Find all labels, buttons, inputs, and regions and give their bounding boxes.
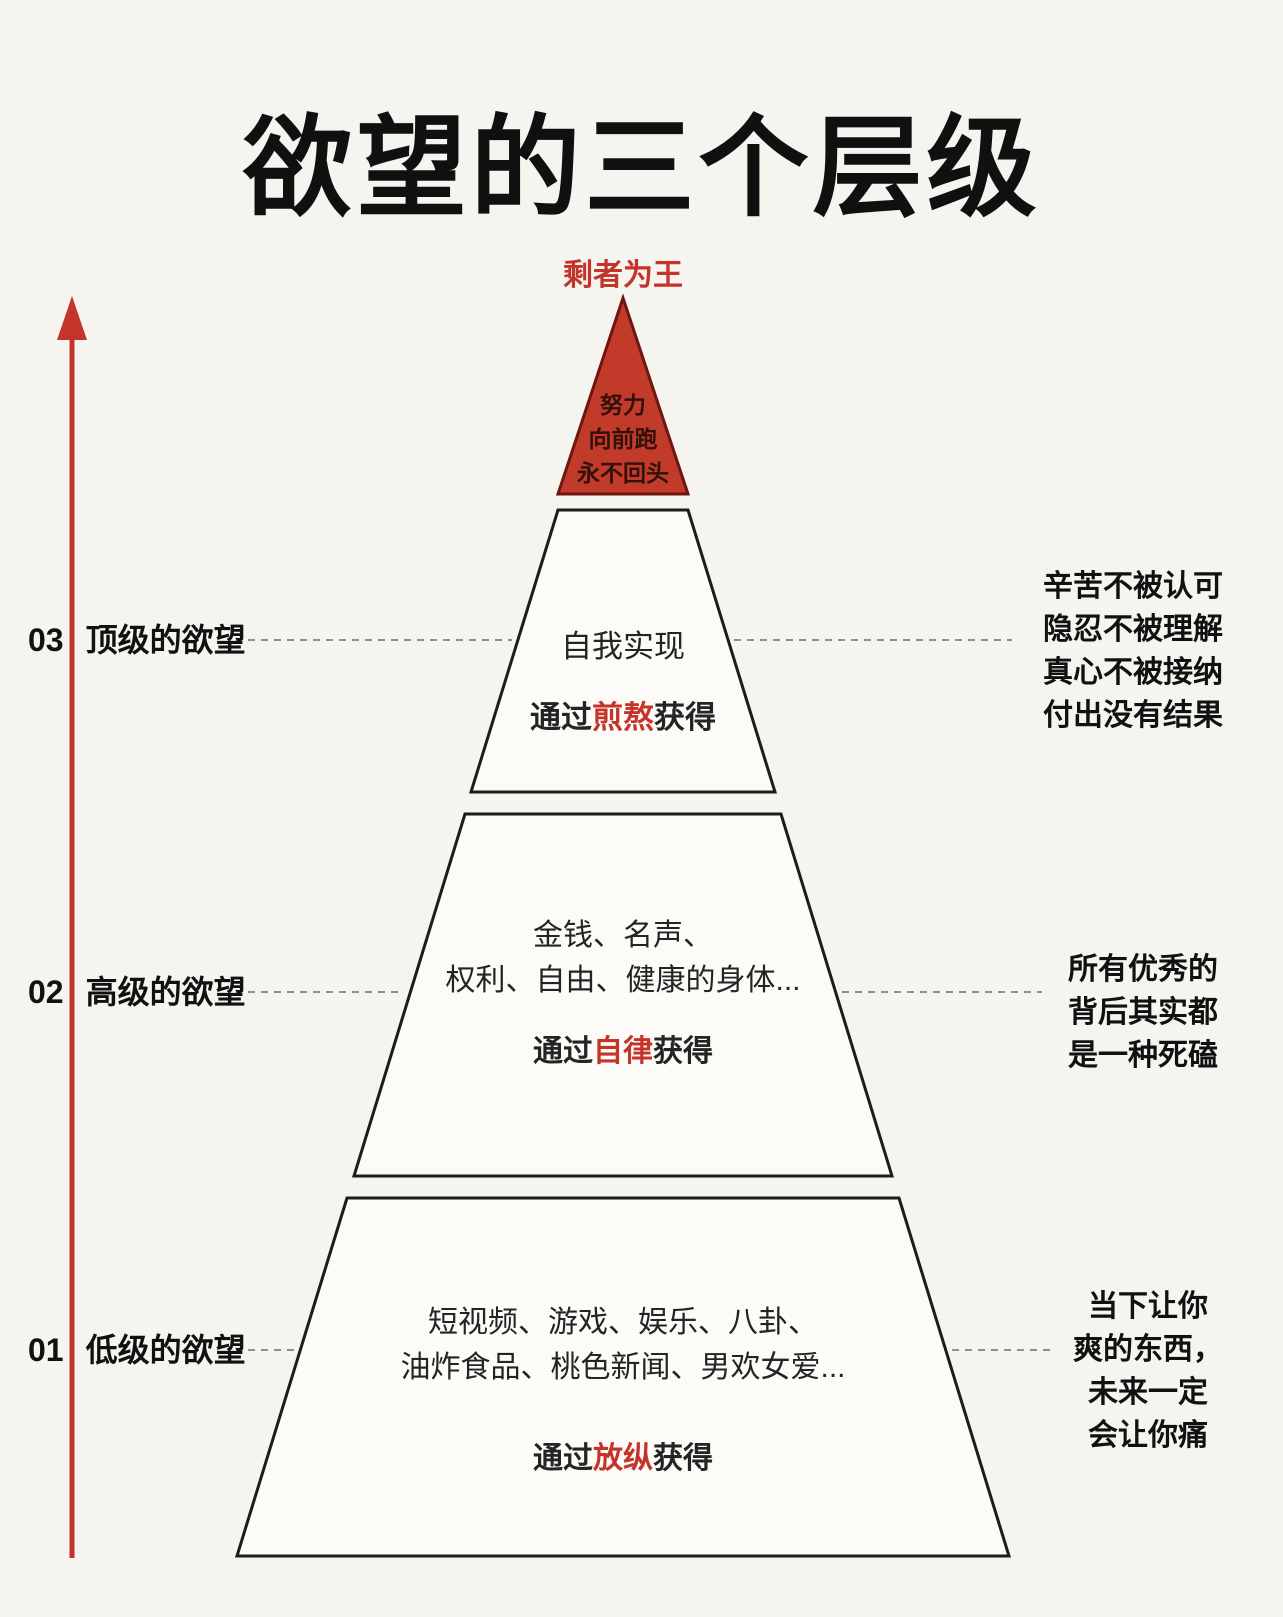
tier-content-line: 油炸食品、桃色新闻、男欢女爱...: [400, 1351, 846, 1384]
method-keyword: 煎熬: [592, 700, 654, 735]
tier-number: 03: [28, 622, 64, 658]
tier-number: 01: [28, 1332, 64, 1368]
tier-content-line: 权利、自由、健康的身体...: [445, 964, 801, 997]
method-prefix: 通过: [530, 700, 592, 735]
method-suffix: 获得: [653, 1035, 713, 1068]
apex-caption: 剩者为王: [563, 259, 683, 292]
apex-line: 努力: [600, 392, 646, 418]
apex-text: 努力 向前跑 永不回头: [538, 388, 708, 490]
tier-03-side-label: 03 顶级的欲望: [28, 622, 246, 658]
pyramid-tier-02-shape: [351, 812, 895, 1178]
note-line: 是一种死磕: [1068, 1039, 1218, 1072]
note-line: 辛苦不被认可: [1043, 570, 1223, 603]
tier-content-line: 自我实现: [561, 629, 685, 664]
method-keyword: 放纵: [593, 1442, 653, 1475]
tier-method-line: 通过煎熬获得: [453, 695, 793, 740]
tier-01-note: 当下让你 爽的东西， 未来一定 会让你痛: [1058, 1285, 1238, 1457]
method-keyword: 自律: [593, 1035, 653, 1068]
note-line: 背后其实都: [1068, 996, 1218, 1029]
note-line: 会让你痛: [1088, 1419, 1208, 1452]
tier-content-line: 短视频、游戏、娱乐、八卦、: [428, 1306, 818, 1339]
tier-02-side-label: 02 高级的欲望: [28, 974, 246, 1010]
note-line: 真心不被接纳: [1043, 656, 1223, 689]
tier-method-line: 通过放纵获得: [323, 1436, 923, 1481]
apex-line: 向前跑: [588, 426, 658, 452]
pyramid-apex-shape: [555, 293, 691, 496]
tier-02-note: 所有优秀的 背后其实都 是一种死磕: [1048, 948, 1238, 1077]
method-suffix: 获得: [653, 1442, 713, 1475]
tier-01-side-label: 01 低级的欲望: [28, 1332, 246, 1368]
note-line: 隐忍不被理解: [1043, 613, 1223, 646]
tier-02-content: 金钱、名声、 权利、自由、健康的身体... 通过自律获得: [383, 913, 863, 1074]
apex-line: 永不回头: [577, 460, 669, 486]
method-prefix: 通过: [533, 1035, 593, 1068]
pyramid-tier-01-shape: [234, 1196, 1012, 1558]
ascending-arrow-head: [57, 296, 87, 340]
tier-01-content: 短视频、游戏、娱乐、八卦、 油炸食品、桃色新闻、男欢女爱... 通过放纵获得: [323, 1300, 923, 1481]
tier-number: 02: [28, 974, 64, 1010]
tier-method-line: 通过自律获得: [383, 1029, 863, 1074]
note-line: 未来一定: [1088, 1376, 1208, 1409]
tier-03-note: 辛苦不被认可 隐忍不被理解 真心不被接纳 付出没有结果: [1018, 565, 1248, 737]
note-line: 爽的东西，: [1073, 1333, 1223, 1366]
tier-name: 顶级的欲望: [85, 622, 246, 658]
tier-name: 高级的欲望: [85, 974, 246, 1010]
tier-03-content: 自我实现 通过煎熬获得: [453, 624, 793, 740]
tier-content-line: 金钱、名声、: [533, 919, 713, 952]
tier-name: 低级的欲望: [85, 1332, 246, 1368]
note-line: 付出没有结果: [1043, 699, 1223, 732]
method-suffix: 获得: [654, 700, 716, 735]
page-title: 欲望的三个层级: [242, 107, 1041, 230]
note-line: 所有优秀的: [1068, 953, 1218, 986]
pyramid-tier-03-shape: [468, 508, 778, 794]
note-line: 当下让你: [1088, 1290, 1208, 1323]
method-prefix: 通过: [533, 1442, 593, 1475]
